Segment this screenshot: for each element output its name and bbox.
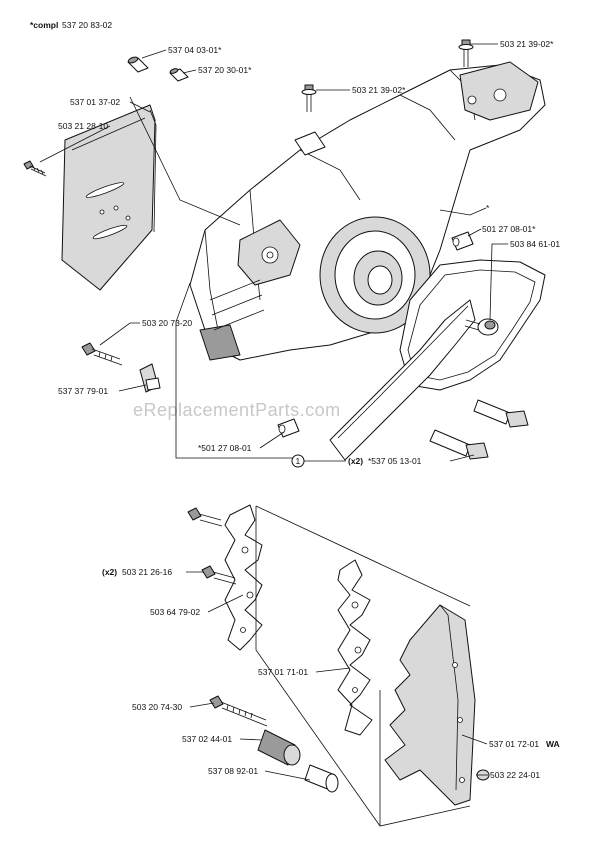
- screw-503-21-39-02-mid: [301, 84, 317, 112]
- sleeve-501-27-08-01-right: [451, 231, 474, 251]
- label-537-02-44-01: 537 02 44-01: [182, 734, 232, 744]
- side-cover-plate: [61, 104, 157, 291]
- plug-503-84-61-01: [464, 318, 499, 336]
- label-star: *: [486, 203, 490, 213]
- label-503-21-39-02-mid: 503 21 39-02*: [352, 85, 406, 95]
- screw-503-21-28-10: [23, 160, 47, 177]
- bushing-537-08-92-01: [304, 764, 339, 793]
- screw-503-21-26-16-a: [187, 507, 223, 527]
- gasket-lower: [329, 299, 476, 461]
- label-537-05-13-01: *537 05 13-01: [368, 456, 422, 466]
- pin-537-20-30-01: [169, 68, 189, 82]
- label-503-20-73-20: 503 20 73-20: [142, 318, 192, 328]
- screw-503-21-39-02-top: [458, 39, 474, 67]
- label-537-01-37-02: 537 01 37-02: [70, 97, 120, 107]
- label-501-27-08-01-left: *501 27 08-01: [198, 443, 252, 453]
- bolt-537-05-13-01-b: [473, 399, 529, 428]
- crankcase-housing: [189, 61, 546, 361]
- label-503-21-26-16: 503 21 26-16: [122, 567, 172, 577]
- bumper-spike-537-01-71-01: [337, 559, 373, 736]
- screw-503-21-26-16-b: [201, 565, 237, 585]
- watermark: eReplacementParts.com: [133, 400, 341, 420]
- screw-503-20-73-20: [81, 342, 123, 366]
- label-503-84-61-01: 503 84 61-01: [510, 239, 560, 249]
- label-503-22-24-01: 503 22 24-01: [490, 770, 540, 780]
- label-x2-a: (x2): [348, 456, 363, 466]
- label-503-20-74-30: 503 20 74-30: [132, 702, 182, 712]
- bolt-537-05-13-01-a: [429, 429, 489, 460]
- label-537-37-79-01: 537 37 79-01: [58, 386, 108, 396]
- bumper-plate-537-01-72-01: [384, 604, 476, 806]
- label-537-01-71-01: 537 01 71-01: [258, 667, 308, 677]
- bumper-spike-503-64-79-02: [224, 504, 263, 651]
- callout-number: 1: [296, 456, 301, 466]
- label-537-04-03-01: 537 04 03-01*: [168, 45, 222, 55]
- bracket-537-37-79-01: [139, 363, 161, 393]
- label-537-08-92-01: 537 08 92-01: [208, 766, 258, 776]
- buffer-537-02-44-01: [257, 729, 301, 766]
- label-503-64-79-02: 503 64 79-02: [150, 607, 200, 617]
- label-537-01-72-01: 537 01 72-01: [489, 739, 539, 749]
- pin-537-04-03-01: [127, 56, 149, 73]
- label-503-21-39-02-top: 503 21 39-02*: [500, 39, 554, 49]
- title-number: 537 20 83-02: [62, 20, 112, 30]
- label-wa: WA: [546, 739, 560, 749]
- label-537-20-30-01: 537 20 30-01*: [198, 65, 252, 75]
- label-x2-b: (x2): [102, 567, 117, 577]
- label-503-21-28-10: 503 21 28-10: [58, 121, 108, 131]
- label-501-27-08-01-right: 501 27 08-01*: [482, 224, 536, 234]
- screw-503-20-74-30: [209, 695, 268, 727]
- assembly-frame-upper: [175, 282, 300, 459]
- leader-lines: [39, 43, 508, 781]
- assembly-frame-lower: [255, 505, 471, 827]
- title-prefix: *compl: [30, 20, 58, 30]
